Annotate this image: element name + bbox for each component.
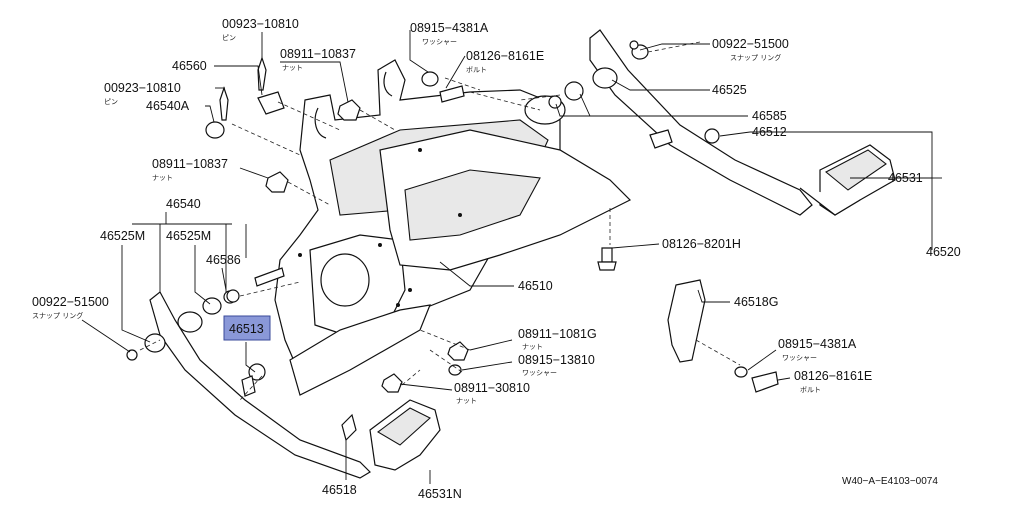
label-08911-30810[interactable]: 08911−30810 [454, 381, 530, 395]
label-46525[interactable]: 46525 [712, 83, 747, 97]
highlight-box-46513 [223, 315, 271, 341]
bracket-46510 [274, 59, 632, 396]
label-00923-10810-mid-jp: ピン [104, 98, 118, 106]
label-00922-51500-left-jp: スナップ リング [32, 311, 83, 320]
label-08915-4381a-low-jp: ワッシャー [782, 354, 817, 362]
label-08911-30810-jp: ナット [456, 397, 477, 405]
label-08915-13810-jp: ワッシャー [522, 369, 557, 377]
label-08911-10837-mid[interactable]: 08911−10837 [152, 157, 228, 171]
label-08126-8161e-top-jp: ボルト [466, 66, 487, 74]
part-labels: 00923−10810 ピン 46560 08911−10837 ナット 089… [32, 17, 961, 501]
label-46518g[interactable]: 46518G [734, 295, 778, 309]
label-46531n[interactable]: 46531N [418, 487, 462, 501]
label-46560[interactable]: 46560 [172, 59, 207, 73]
assembly-dashed-lines [139, 41, 741, 401]
label-00923-10810-top-jp: ピン [222, 34, 236, 42]
label-00923-10810-mid[interactable]: 00923−10810 [104, 81, 181, 95]
label-08915-4381a-top[interactable]: 08915−4381A [410, 21, 489, 35]
hardware-parts [126, 40, 779, 442]
label-08911-1081g-jp: ナット [522, 343, 543, 351]
label-08915-13810[interactable]: 08915−13810 [518, 353, 595, 367]
label-46531[interactable]: 46531 [888, 171, 923, 185]
label-08126-8201h[interactable]: 08126−8201H [662, 237, 741, 251]
label-46513[interactable]: 46513 [229, 322, 264, 336]
label-46518[interactable]: 46518 [322, 483, 357, 497]
label-46585[interactable]: 46585 [752, 109, 787, 123]
label-00922-51500-left[interactable]: 00922−51500 [32, 295, 109, 309]
label-08126-8161e-top[interactable]: 08126−8161E [466, 49, 544, 63]
label-08915-4381a-top-jp: ワッシャー [422, 38, 457, 46]
label-00923-10810-top[interactable]: 00923−10810 [222, 17, 299, 31]
label-46512[interactable]: 46512 [752, 125, 787, 139]
label-08911-10837-mid-jp: ナット [152, 174, 173, 182]
label-46510[interactable]: 46510 [518, 279, 553, 293]
pedal-arm-46520 [548, 29, 896, 216]
pedal-arm-46540 [144, 290, 441, 479]
label-08911-1081g[interactable]: 08911−1081G [518, 327, 597, 341]
label-08911-10837-top[interactable]: 08911−10837 [280, 47, 356, 61]
label-00922-51500-right-jp: スナップ リング [730, 53, 781, 62]
label-08915-4381a-low[interactable]: 08915−4381A [778, 337, 857, 351]
leader-lines [81, 30, 942, 484]
label-46586[interactable]: 46586 [206, 253, 241, 267]
label-46540[interactable]: 46540 [166, 197, 201, 211]
label-46525m-a[interactable]: 46525M [100, 229, 145, 243]
drawing-code: W40−A−E4103−0074 [842, 476, 938, 487]
label-08126-8161e-low-jp: ボルト [800, 386, 821, 394]
label-46540a[interactable]: 46540A [146, 99, 190, 113]
label-46520[interactable]: 46520 [926, 245, 961, 259]
label-08911-10837-top-jp: ナット [282, 64, 303, 72]
label-46525m-b[interactable]: 46525M [166, 229, 211, 243]
label-00922-51500-right[interactable]: 00922−51500 [712, 37, 789, 51]
label-08126-8161e-low[interactable]: 08126−8161E [794, 369, 872, 383]
